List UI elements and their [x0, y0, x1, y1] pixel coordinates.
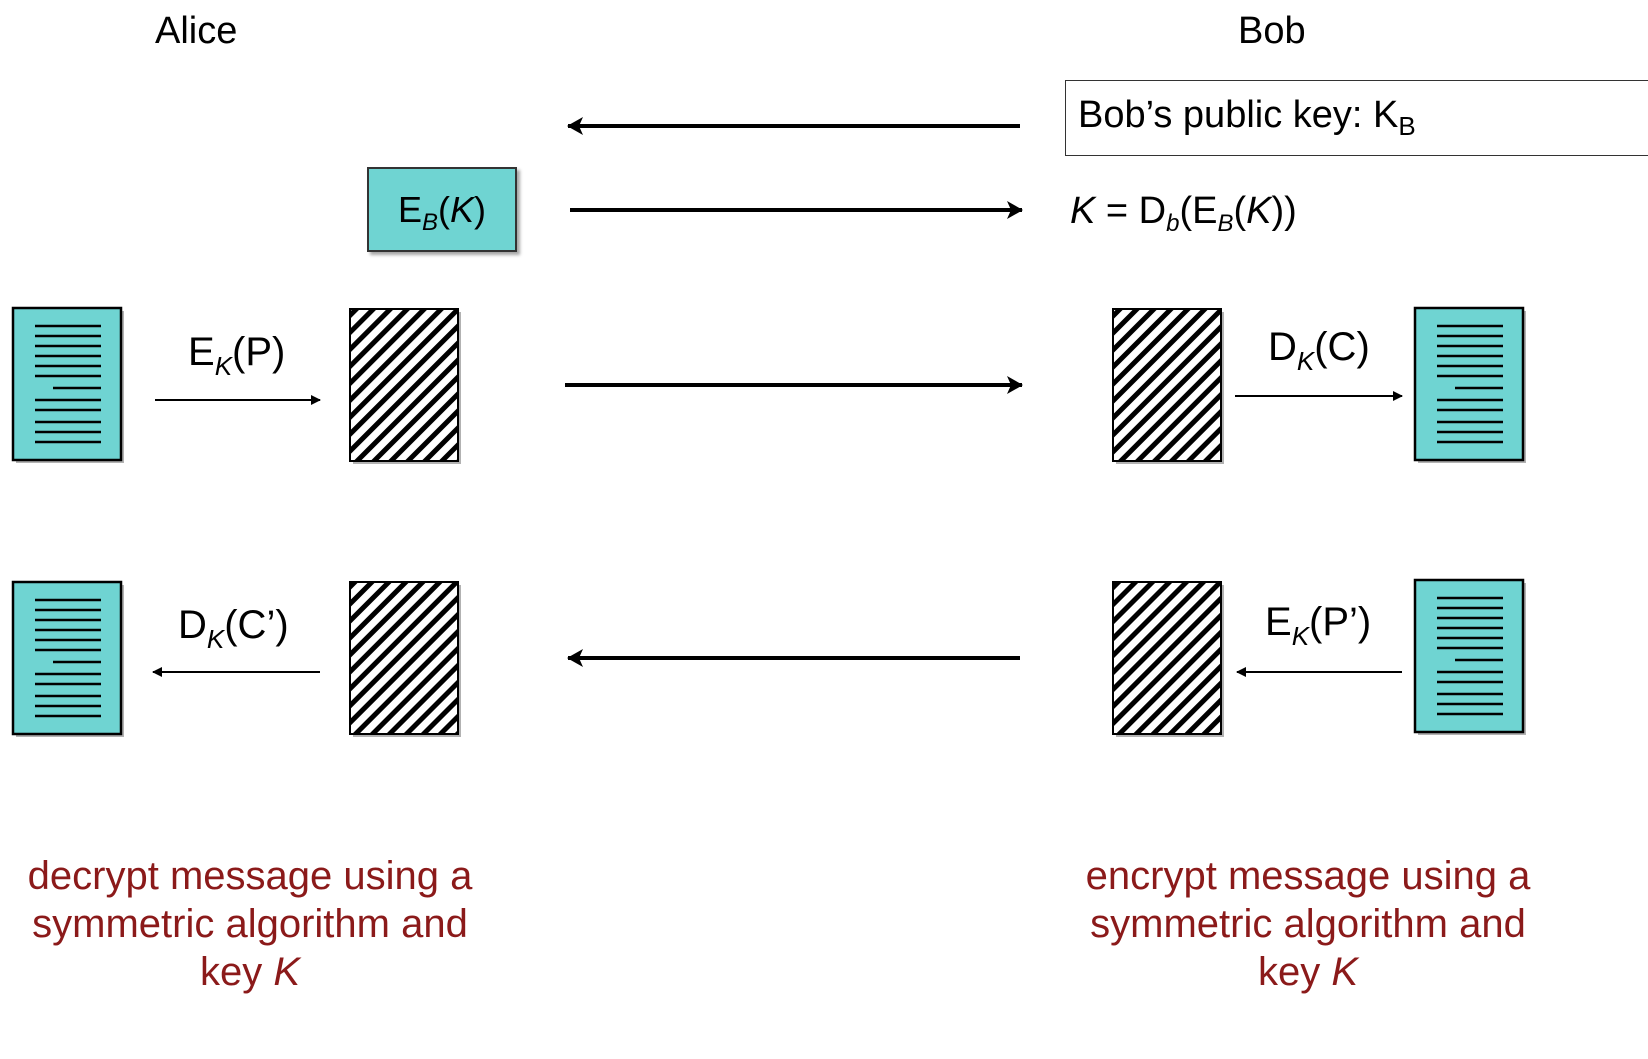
encrypted-session-key-label: EB(K) [397, 188, 487, 236]
alice-encrypt-label: EK(P) [188, 330, 286, 381]
alice-label: Alice [155, 10, 238, 52]
ciphertext-document-bob-1 [1112, 308, 1224, 464]
alice-decrypt-label: DK(C’) [178, 603, 289, 654]
bob-label: Bob [1238, 10, 1306, 52]
ciphertext-document-alice-1 [349, 308, 461, 464]
encrypted-session-key-box: EB(K) [367, 167, 517, 252]
bob-note: encrypt message using a symmetric algori… [1085, 854, 1531, 994]
bob-decrypt-label: DK(C) [1268, 325, 1370, 376]
ciphertext-document-alice-2 [349, 581, 461, 737]
session-key-decryption-formula: K = Db(EB(K)) [1070, 190, 1297, 237]
bob-public-key-box: Bob’s public key: KB [1065, 80, 1648, 156]
ciphertext-document-bob-2 [1112, 581, 1224, 737]
plaintext-document-alice-1 [11, 306, 124, 463]
bob-encrypt-label: EK(P’) [1265, 600, 1372, 651]
plaintext-document-alice-2 [11, 580, 124, 737]
plaintext-document-bob-1 [1413, 306, 1526, 463]
plaintext-document-bob-2 [1413, 578, 1526, 735]
alice-note: decrypt message using a symmetric algori… [27, 854, 473, 994]
public-key-text: Bob’s public key: KB [1078, 94, 1416, 141]
